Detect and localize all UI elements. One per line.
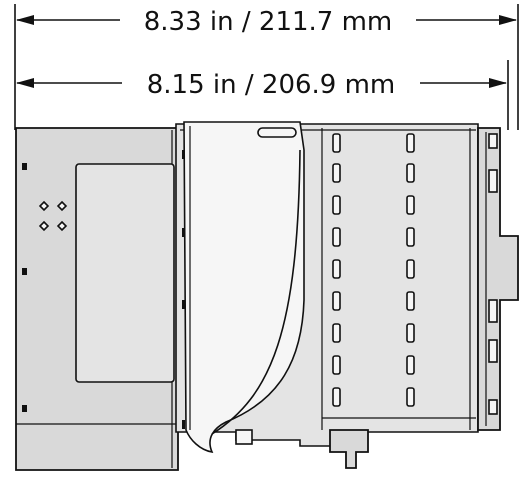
panel-marker-middle [22,268,27,275]
rear-clip-3 [488,339,498,363]
vent-slots-left [332,133,341,407]
arrowhead-body-left [16,78,34,88]
panel-marker-top [22,163,27,170]
cover-edge-ticks [182,150,185,429]
bottom-latch [329,429,369,469]
body-dimension: 8.15 in / 206.9 mm [16,60,509,130]
arrowhead-overall-left [16,15,34,25]
arrowhead-body-right [489,78,507,88]
arrowhead-overall-right [499,15,517,25]
device-side-view [15,121,519,471]
overall-width-label: 8.33 in / 211.7 mm [144,7,393,37]
cover-grip-slot [257,127,297,138]
rear-connector-block [477,127,519,431]
body-width-label: 8.15 in / 206.9 mm [147,70,396,100]
panel-marker-bottom [22,405,27,412]
vent-slots-right [406,133,415,407]
hinged-cover [183,121,305,454]
rear-clip-top [488,133,498,149]
overall-dimension: 8.33 in / 211.7 mm [14,4,519,130]
display-window [75,163,175,383]
rear-clip-1 [488,169,498,193]
cover-curve [211,149,301,435]
rear-clip-bottom [488,399,498,415]
rear-clip-2 [488,299,498,323]
navigation-keys-icon [38,200,68,232]
cover-hinge-connector [235,429,253,445]
